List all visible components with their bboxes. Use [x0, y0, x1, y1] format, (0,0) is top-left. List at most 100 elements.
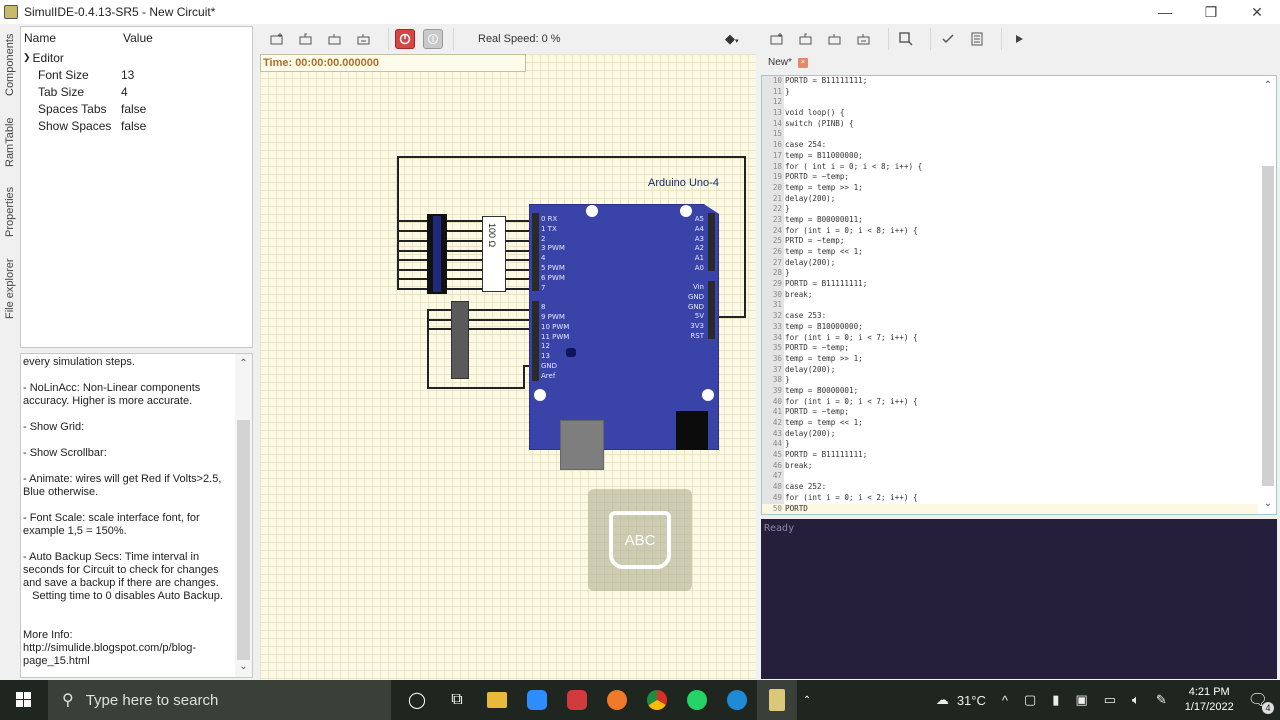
- line-text[interactable]: delay(200);: [785, 364, 836, 374]
- code-line[interactable]: 47: [762, 471, 1258, 482]
- firefox-icon[interactable]: [597, 680, 637, 720]
- new-circuit-button[interactable]: [266, 28, 288, 50]
- line-text[interactable]: temp = B00000011;: [785, 214, 863, 224]
- touch-keyboard-overlay[interactable]: ABC: [588, 489, 692, 591]
- line-text[interactable]: }: [785, 439, 790, 449]
- close-tab-icon[interactable]: ×: [797, 57, 808, 68]
- show-hidden-icons[interactable]: ^: [1001, 692, 1008, 708]
- line-text[interactable]: for (int i = 0; i < 7; i++) {: [785, 332, 918, 342]
- usb-icon[interactable]: ▮: [1052, 692, 1060, 707]
- line-text[interactable]: }: [785, 375, 790, 385]
- wire[interactable]: [397, 156, 399, 222]
- new-file-button[interactable]: [766, 28, 788, 50]
- code-line[interactable]: 38}: [762, 375, 1258, 386]
- file-explorer-icon[interactable]: [477, 680, 517, 720]
- upload-button[interactable]: [966, 28, 988, 50]
- line-text[interactable]: temp = temp << 1;: [785, 247, 863, 256]
- wire[interactable]: [397, 220, 535, 222]
- weather-icon[interactable]: ☁: [935, 692, 949, 707]
- line-text[interactable]: [784, 129, 785, 140]
- property-row[interactable]: Tab Size 4: [21, 83, 252, 100]
- line-text[interactable]: }: [785, 204, 790, 214]
- app-tray-icon[interactable]: ▣: [1075, 692, 1088, 707]
- line-text[interactable]: void loop() {: [785, 108, 845, 118]
- line-text[interactable]: temp = B10000000;: [785, 321, 863, 331]
- code-line[interactable]: 12: [762, 97, 1258, 108]
- settings-dropdown-icon[interactable]: ◆▾: [725, 31, 739, 46]
- minimize-button[interactable]: —: [1158, 4, 1172, 20]
- taskbar-search[interactable]: ⚲ Type here to search: [48, 680, 391, 720]
- line-text[interactable]: [784, 300, 785, 311]
- code-line[interactable]: 11}: [762, 87, 1258, 98]
- pen-icon[interactable]: ✎: [1155, 692, 1167, 707]
- line-text[interactable]: temp = temp >> 1;: [785, 182, 863, 192]
- property-value[interactable]: false: [121, 101, 147, 116]
- tab-new-file[interactable]: New* ×: [768, 57, 808, 68]
- dip-switch[interactable]: [451, 301, 469, 379]
- power-button[interactable]: [395, 29, 415, 49]
- scroll-down-icon[interactable]: ⌄: [239, 661, 248, 672]
- scroll-up-icon[interactable]: ⌃: [239, 358, 248, 369]
- line-text[interactable]: [784, 471, 785, 482]
- line-text[interactable]: break;: [785, 289, 813, 299]
- line-text[interactable]: temp = temp << 1;: [785, 418, 863, 427]
- line-text[interactable]: case 254:: [785, 140, 827, 150]
- battery-icon[interactable]: ▭: [1103, 692, 1117, 707]
- code-line[interactable]: 22}: [762, 204, 1258, 215]
- scroll-thumb[interactable]: [1262, 166, 1274, 486]
- open-circuit-button[interactable]: [295, 28, 317, 50]
- line-text[interactable]: PORTD = ~temp;: [785, 407, 850, 417]
- led-bar-graph[interactable]: [427, 214, 447, 294]
- code-line[interactable]: 44}: [762, 439, 1258, 450]
- taskbar-scroll-icon[interactable]: ⌃: [802, 694, 812, 706]
- line-text[interactable]: for (int i = 0; i < 7; i++) {: [785, 396, 918, 406]
- line-text[interactable]: delay(200);: [785, 428, 836, 438]
- line-text[interactable]: for ( int i = 0; i < 8; i++) {: [785, 161, 923, 171]
- line-text[interactable]: for (int i = 0; i < 8; i++) {: [785, 225, 918, 235]
- scroll-down-icon[interactable]: ⌄: [1263, 498, 1273, 509]
- wire[interactable]: [397, 156, 746, 158]
- line-text[interactable]: for (int i = 0; i < 2; i++) {: [785, 492, 918, 502]
- wire[interactable]: [397, 240, 535, 242]
- resistor-pack[interactable]: 100 Ω: [482, 216, 506, 292]
- line-text[interactable]: temp = B0000001;: [785, 385, 859, 395]
- line-text[interactable]: case 252:: [785, 482, 827, 492]
- line-text[interactable]: break;: [785, 460, 813, 470]
- save-as-circuit-button[interactable]: [353, 28, 375, 50]
- line-text[interactable]: temp = B11000000;: [785, 150, 863, 160]
- line-text[interactable]: PORTD: [785, 503, 808, 513]
- line-text[interactable]: PORTD = B11111111;: [785, 76, 868, 85]
- code-line[interactable]: 31: [762, 300, 1258, 311]
- tab-properties[interactable]: Properties: [4, 186, 16, 238]
- pause-button[interactable]: [423, 29, 443, 49]
- clock[interactable]: 4:21 PM 1/17/2022: [1185, 685, 1234, 715]
- cortana-icon[interactable]: ◯: [408, 692, 426, 709]
- notifications-button[interactable]: 🗨︎ 4: [1248, 690, 1274, 714]
- line-text[interactable]: }: [785, 268, 790, 278]
- line-text[interactable]: PRTD = ~temp;: [785, 236, 845, 246]
- circuit-canvas[interactable]: Time: 00:00:00.000000 100 Ω Arduino Uno-…: [260, 54, 756, 680]
- line-text[interactable]: temp = temp >> 1;: [785, 353, 863, 363]
- code-line[interactable]: 15: [762, 129, 1258, 140]
- wire[interactable]: [397, 269, 535, 271]
